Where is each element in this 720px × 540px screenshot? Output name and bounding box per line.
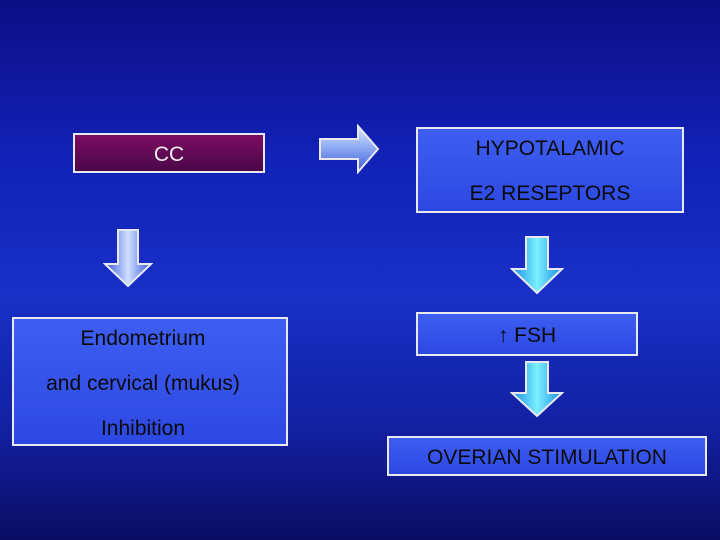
- ovarian-stimulation-label: OVERIAN STIMULATION: [427, 446, 667, 469]
- ovarian-stimulation-box: OVERIAN STIMULATION: [387, 436, 707, 476]
- hypothalamic-line1: HYPOTALAMIC: [475, 137, 625, 160]
- endometrium-line2: and cervical (mukus): [46, 372, 240, 395]
- fsh-box: ↑ FSH: [416, 312, 638, 356]
- hypothalamic-box: HYPOTALAMIC E2 RESEPTORS: [416, 127, 684, 213]
- hypothalamic-line2: E2 RESEPTORS: [469, 182, 631, 205]
- right-down-arrow-1-icon: [510, 235, 564, 295]
- up-arrow-icon: ↑: [497, 324, 509, 347]
- right-down-arrow-2-icon: [510, 360, 564, 418]
- right-arrow-icon: [318, 124, 380, 174]
- left-down-arrow-icon: [103, 228, 153, 288]
- cc-label: CC: [153, 143, 185, 166]
- endometrium-box: Endometrium and cervical (mukus) Inhibit…: [12, 317, 288, 446]
- cc-box: CC: [73, 133, 265, 173]
- fsh-text: FSH: [514, 324, 557, 347]
- endometrium-line3: Inhibition: [100, 417, 186, 440]
- endometrium-line1: Endometrium: [80, 327, 206, 350]
- fsh-label: ↑ FSH: [418, 324, 636, 348]
